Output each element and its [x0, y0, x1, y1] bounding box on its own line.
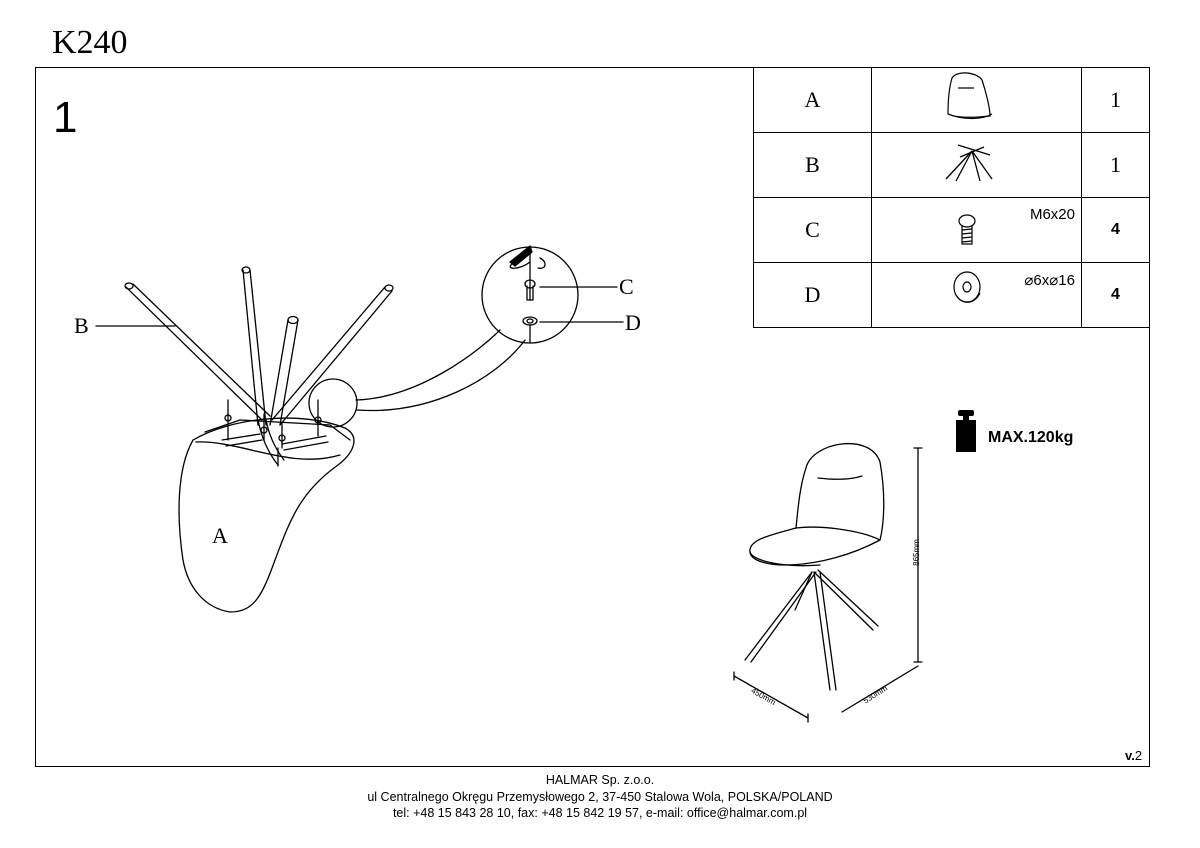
parts-row: D ⌀6x⌀16 4 — [753, 262, 1150, 328]
parts-row: C M6x20 4 — [753, 197, 1150, 263]
seat-shell-outline — [178, 417, 355, 613]
part-quantity: 1 — [1081, 67, 1150, 133]
part-picture: M6x20 — [871, 197, 1082, 263]
detail-source-circle — [308, 378, 358, 428]
part-picture — [871, 67, 1082, 133]
parts-row: A 1 — [753, 67, 1150, 133]
part-letter: D — [753, 262, 872, 328]
footer-company: HALMAR Sp. z.o.o. — [545, 773, 655, 787]
part-quantity: 4 — [1081, 262, 1150, 328]
footer: HALMAR Sp. z.o.o. ul Centralnego Okręgu … — [0, 772, 1200, 822]
leg-frame-icon — [945, 144, 993, 182]
height-dimension: 865mm — [911, 539, 921, 566]
part-quantity: 4 — [1081, 197, 1150, 263]
part-quantity: 1 — [1081, 132, 1150, 198]
part-spec: M6x20 — [1029, 206, 1075, 223]
model-title: K240 — [52, 24, 128, 61]
part-picture: ⌀6x⌀16 — [871, 262, 1082, 328]
callout-b: B — [74, 313, 89, 338]
step-number: 1 — [53, 93, 78, 142]
washer-icon — [953, 271, 981, 303]
parts-row: B 1 — [753, 132, 1150, 198]
part-letter: A — [753, 67, 872, 133]
max-load-label: MAX.120kg — [988, 429, 1074, 446]
footer-address: ul Centralnego Okręgu Przemysłowego 2, 3… — [367, 789, 833, 804]
part-picture — [871, 132, 1082, 198]
parts-table: A 1 B 1 C — [753, 67, 1150, 328]
version-prefix: v. — [1125, 748, 1135, 763]
weight-icon — [956, 410, 976, 452]
instruction-frame — [35, 67, 1150, 767]
leg-frame-drawing — [124, 266, 394, 466]
footer-contact: tel: +48 15 843 28 10, fax: +48 15 842 1… — [392, 806, 808, 820]
seat-bolts — [224, 399, 322, 467]
part-letter: C — [753, 197, 872, 263]
callout-c: C — [619, 274, 634, 299]
callout-a: A — [212, 523, 228, 548]
bolt-icon — [958, 214, 976, 245]
part-letter: B — [753, 132, 872, 198]
callout-d: D — [625, 310, 641, 335]
part-spec: ⌀6x⌀16 — [1024, 272, 1075, 289]
version-number: 2 — [1134, 748, 1143, 763]
seat-shell-icon — [947, 72, 993, 120]
version-label: v.2 — [1125, 748, 1142, 763]
assembled-chair-drawing — [733, 442, 923, 723]
